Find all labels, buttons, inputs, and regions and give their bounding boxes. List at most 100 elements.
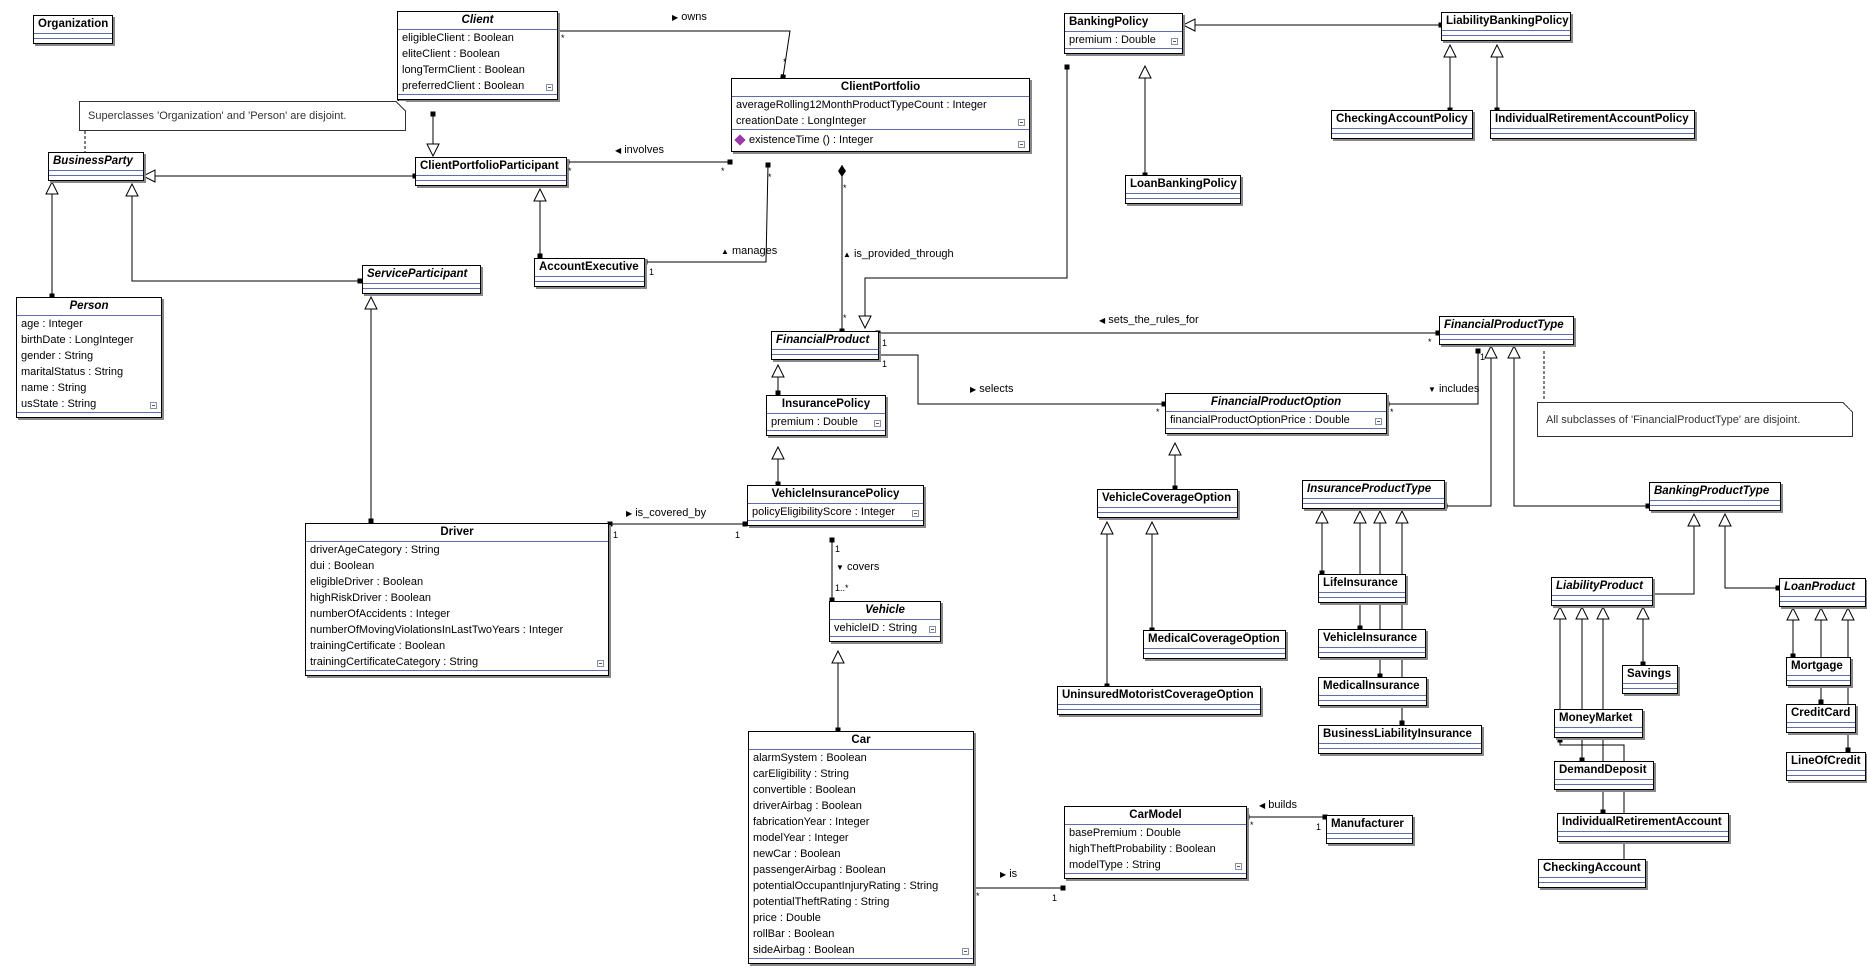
class-name: CheckingAccountPolicy — [1336, 113, 1468, 125]
assoc-text: sets_the_rules_for — [1108, 314, 1199, 326]
class-financial-product[interactable]: FinancialProduct — [771, 331, 879, 360]
multiplicity: 1 — [1480, 352, 1486, 362]
collapse-icon[interactable] — [546, 84, 553, 91]
collapse-icon[interactable] — [1375, 418, 1382, 425]
gen-bpt-fpt — [1514, 346, 1648, 506]
attribute: driverAgeCategory : String — [310, 544, 440, 556]
class-name: Savings — [1627, 668, 1672, 680]
class-client-portfolio-participant[interactable]: ClientPortfolioParticipant — [415, 157, 567, 186]
collapse-icon[interactable] — [962, 948, 969, 955]
multiplicity: * — [1250, 820, 1254, 830]
collapse-icon[interactable] — [1018, 141, 1025, 148]
attribute: eliteClient : Boolean — [402, 48, 500, 60]
direction-left-icon: ◀ — [1259, 801, 1266, 810]
class-vehicle-insurance-policy[interactable]: VehicleInsurancePolicy policyEligibility… — [747, 485, 924, 526]
collapse-icon[interactable] — [874, 420, 881, 427]
class-account-executive[interactable]: AccountExecutive — [534, 258, 645, 287]
assoc-label-manages: ▲ manages — [721, 245, 777, 257]
attribute: dui : Boolean — [310, 560, 375, 572]
collapse-icon[interactable] — [150, 402, 157, 409]
class-checking-account[interactable]: CheckingAccount — [1538, 859, 1646, 888]
multiplicity: * — [721, 166, 725, 176]
class-mortgage[interactable]: Mortgage — [1786, 657, 1851, 686]
class-savings[interactable]: Savings — [1622, 665, 1678, 694]
class-client[interactable]: Client eligibleClient : Boolean eliteCli… — [397, 11, 558, 100]
collapse-icon[interactable] — [929, 626, 936, 633]
class-name: LifeInsurance — [1323, 577, 1398, 589]
class-financial-product-option[interactable]: FinancialProductOption financialProductO… — [1165, 393, 1387, 434]
direction-right-icon: ▶ — [626, 509, 633, 518]
class-driver[interactable]: Driver driverAgeCategory : String dui : … — [305, 523, 609, 676]
class-vehicle-insurance[interactable]: VehicleInsurance — [1318, 629, 1426, 658]
class-name: FinancialProductType — [1444, 319, 1564, 331]
class-organization[interactable]: Organization — [33, 15, 113, 44]
collapse-icon[interactable] — [1235, 863, 1242, 870]
class-loan-product[interactable]: LoanProduct — [1779, 578, 1866, 607]
class-financial-product-type[interactable]: FinancialProductType — [1439, 316, 1574, 345]
class-vehicle-coverage-option[interactable]: VehicleCoverageOption — [1097, 489, 1238, 518]
attribute: numberOfAccidents : Integer — [310, 608, 451, 620]
multiplicity: * — [768, 172, 772, 182]
multiplicity: 1 — [1052, 893, 1058, 903]
attribute: eligibleClient : Boolean — [402, 32, 514, 44]
class-demand-deposit[interactable]: DemandDeposit — [1554, 761, 1654, 790]
class-name: CarModel — [1129, 809, 1182, 821]
class-business-party[interactable]: BusinessParty — [48, 152, 144, 181]
class-banking-product-type[interactable]: BankingProductType — [1649, 482, 1781, 511]
direction-left-icon: ◀ — [615, 146, 622, 155]
attribute: trainingCertificateCategory : String — [310, 656, 479, 668]
gen-serviceparticipant-businessparty — [132, 184, 360, 281]
class-insurance-policy[interactable]: InsurancePolicy premium : Double — [766, 395, 886, 436]
multiplicity: * — [568, 166, 572, 176]
class-person[interactable]: Person age : Integer birthDate : LongInt… — [16, 297, 162, 418]
class-ira-policy[interactable]: IndividualRetirementAccountPolicy — [1490, 110, 1695, 139]
class-loan-banking-policy[interactable]: LoanBankingPolicy — [1125, 175, 1241, 204]
class-name: ServiceParticipant — [367, 268, 468, 280]
class-checking-account-policy[interactable]: CheckingAccountPolicy — [1331, 110, 1473, 139]
assoc-text: involves — [624, 144, 664, 156]
collapse-icon[interactable] — [1171, 38, 1178, 45]
class-line-of-credit[interactable]: LineOfCredit — [1786, 752, 1866, 781]
attribute: premium : Double — [1069, 34, 1156, 46]
collapse-icon[interactable] — [1018, 119, 1025, 126]
class-service-participant[interactable]: ServiceParticipant — [362, 265, 481, 294]
attribute: sideAirbag : Boolean — [753, 944, 855, 956]
assoc-text: is — [1009, 868, 1018, 880]
operation-label: existenceTime () : Integer — [749, 134, 874, 146]
class-medical-insurance[interactable]: MedicalInsurance — [1318, 677, 1427, 706]
class-insurance-product-type[interactable]: InsuranceProductType — [1302, 480, 1445, 509]
class-medical-coverage-option[interactable]: MedicalCoverageOption — [1143, 630, 1286, 659]
note-fold-icon — [1843, 402, 1853, 412]
class-uninsured-motorist-coverage-option[interactable]: UninsuredMotoristCoverageOption — [1057, 686, 1261, 715]
attribute: financialProductOptionPrice : Double — [1170, 414, 1350, 426]
gen-financialproduct-bankingpolicy — [865, 67, 1067, 328]
assoc-label-involves: ◀ involves — [615, 144, 664, 156]
assoc-manages — [642, 162, 771, 265]
class-client-portfolio[interactable]: ClientPortfolio averageRolling12MonthPro… — [731, 78, 1030, 152]
class-name: MedicalInsurance — [1323, 680, 1420, 692]
class-individual-retirement-account[interactable]: IndividualRetirementAccount — [1557, 813, 1729, 842]
multiplicity: 1 — [613, 530, 619, 540]
class-vehicle[interactable]: Vehicle vehicleID : String — [829, 601, 941, 642]
class-name: Mortgage — [1791, 660, 1843, 672]
class-banking-policy[interactable]: BankingPolicy premium : Double — [1064, 13, 1183, 54]
note-fold-icon — [396, 101, 406, 111]
class-manufacturer[interactable]: Manufacturer — [1326, 815, 1413, 844]
class-car-model[interactable]: CarModel basePremium : Double highTheftP… — [1064, 806, 1247, 879]
class-car[interactable]: Car alarmSystem : Boolean carEligibility… — [748, 731, 974, 964]
multiplicity: 1 — [735, 530, 741, 540]
note-text: Superclasses 'Organization' and 'Person'… — [88, 110, 347, 122]
class-business-liability-insurance[interactable]: BusinessLiabilityInsurance — [1318, 725, 1482, 754]
attribute: convertible : Boolean — [753, 784, 856, 796]
class-liability-banking-policy[interactable]: LiabilityBankingPolicy — [1441, 12, 1571, 41]
class-liability-product[interactable]: LiabilityProduct — [1551, 577, 1653, 606]
attribute: numberOfMovingViolationsInLastTwoYears :… — [310, 624, 564, 636]
assoc-label-selects: ▶ selects — [970, 383, 1013, 395]
class-credit-card[interactable]: CreditCard — [1786, 704, 1856, 733]
class-life-insurance[interactable]: LifeInsurance — [1318, 574, 1406, 603]
class-money-market[interactable]: MoneyMarket — [1554, 709, 1643, 738]
attribute: basePremium : Double — [1069, 827, 1181, 839]
collapse-icon[interactable] — [597, 660, 604, 667]
attribute: eligibleDriver : Boolean — [310, 576, 424, 588]
collapse-icon[interactable] — [912, 510, 919, 517]
